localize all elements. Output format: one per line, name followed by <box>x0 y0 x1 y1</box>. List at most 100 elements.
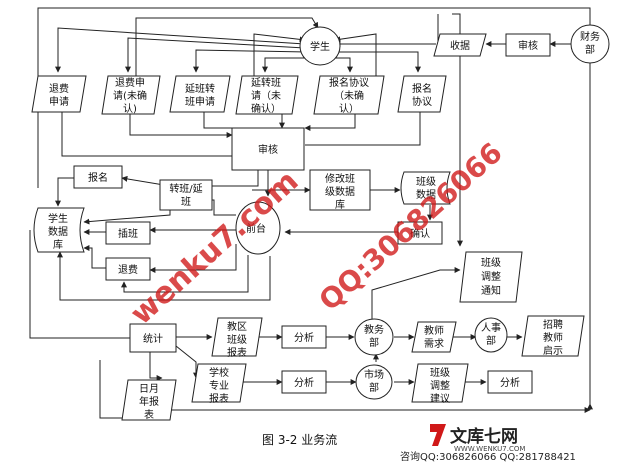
svg-text:确认: 确认 <box>410 227 430 240</box>
svg-text:报表: 报表 <box>209 392 229 405</box>
market-node: 市场 部 <box>355 364 393 400</box>
signup-unconfirmed-node: 报名协议 （未确 认） <box>313 75 385 115</box>
svg-text:（未确: （未确 <box>334 89 364 102</box>
svg-text:库: 库 <box>335 198 345 211</box>
svg-text:报表: 报表 <box>227 346 247 359</box>
analysis-2-node: 分析 <box>281 370 327 394</box>
svg-text:级数据: 级数据 <box>325 185 355 198</box>
svg-text:认）: 认） <box>339 102 359 115</box>
footer-logo: 文库七网 WWW.WENKU7.COM <box>430 424 525 453</box>
svg-text:班: 班 <box>181 196 191 208</box>
svg-text:人事: 人事 <box>481 321 501 334</box>
refund-unconfirmed-node: 退费申 请(未确 认) <box>101 75 161 115</box>
svg-text:数据: 数据 <box>48 225 68 238</box>
student-node: 学生 <box>299 26 341 66</box>
svg-text:wenku7.com: wenku7.com <box>124 164 305 332</box>
svg-text:班级: 班级 <box>227 334 247 346</box>
svg-text:需求: 需求 <box>424 338 444 350</box>
refund-node: 退费 <box>105 257 151 281</box>
svg-text:班级: 班级 <box>430 367 450 379</box>
svg-text:数据: 数据 <box>416 188 436 201</box>
class-data-node: 班级 数据 <box>400 171 451 205</box>
svg-text:教区: 教区 <box>227 320 247 333</box>
signup-agreement-node: 报名 协议 <box>397 75 447 113</box>
class-adjust-advice-node: 班级 调整 建议 <box>411 363 469 405</box>
svg-text:请(未确: 请(未确 <box>113 89 147 102</box>
svg-text:专业: 专业 <box>209 379 229 392</box>
school-report-node: 学校 专业 报表 <box>191 363 247 405</box>
teacher-demand-node: 教师 需求 <box>411 321 457 353</box>
receipt-node: 收据 <box>433 33 487 57</box>
svg-text:审核: 审核 <box>258 143 278 156</box>
district-report-node: 教区 班级 报表 <box>211 317 263 359</box>
svg-text:班级: 班级 <box>416 176 436 188</box>
svg-text:退费: 退费 <box>118 263 138 276</box>
svg-text:招聘: 招聘 <box>543 318 563 331</box>
svg-text:表: 表 <box>144 408 154 421</box>
svg-text:修改班: 修改班 <box>325 172 355 185</box>
svg-text:文库七网: 文库七网 <box>450 426 518 447</box>
finance-label-1: 财务 <box>580 30 600 43</box>
student-db-node: 学生 数据 库 <box>33 207 85 253</box>
hr-node: 人事 部 <box>474 317 508 353</box>
signup-node: 报名 <box>73 165 123 189</box>
svg-text:延班转: 延班转 <box>185 82 215 95</box>
finance-review-node: 审核 <box>505 33 551 57</box>
svg-text:教务: 教务 <box>364 323 384 336</box>
svg-text:退费: 退费 <box>49 82 69 95</box>
svg-text:WWW.WENKU7.COM: WWW.WENKU7.COM <box>454 445 525 453</box>
insert-class-node: 插班 <box>105 221 151 245</box>
svg-text:请（未: 请（未 <box>251 89 281 102</box>
svg-text:审核: 审核 <box>518 39 538 52</box>
svg-text:认): 认) <box>123 102 137 115</box>
academic-node: 教务 部 <box>354 318 394 356</box>
svg-text:通知: 通知 <box>481 284 501 297</box>
svg-text:教师: 教师 <box>424 324 444 337</box>
svg-text:申请: 申请 <box>49 95 69 108</box>
svg-text:部: 部 <box>369 381 379 394</box>
finance-node: 财务 部 <box>570 24 610 64</box>
svg-text:分析: 分析 <box>294 331 314 344</box>
svg-text:日月: 日月 <box>139 383 159 395</box>
svg-text:班级: 班级 <box>481 257 501 269</box>
svg-text:报名: 报名 <box>412 82 432 95</box>
svg-text:部: 部 <box>486 334 496 347</box>
recruit-notice-node: 招聘 教师 启示 <box>521 315 585 357</box>
svg-text:库: 库 <box>53 238 63 251</box>
svg-text:学校: 学校 <box>209 366 229 379</box>
svg-text:班申请: 班申请 <box>185 95 215 108</box>
svg-text:市场: 市场 <box>364 368 384 381</box>
analysis-1-node: 分析 <box>281 325 327 349</box>
svg-text:延转班: 延转班 <box>251 76 281 89</box>
svg-text:调整: 调整 <box>481 270 501 283</box>
svg-text:学生: 学生 <box>48 212 68 225</box>
svg-text:启示: 启示 <box>543 344 563 357</box>
analysis-3-node: 分析 <box>487 370 533 394</box>
figure-caption: 图 3-2 业务流 <box>262 432 337 447</box>
svg-text:建议: 建议 <box>430 392 450 405</box>
modify-class-db-node: 修改班 级数据 库 <box>309 169 371 211</box>
svg-text:调整: 调整 <box>430 379 450 392</box>
defer-unconfirmed-node: 延转班 请（未 确认） <box>235 75 299 115</box>
svg-text:退费申: 退费申 <box>115 76 145 89</box>
connectors <box>29 7 593 419</box>
defer-request-node: 延班转 班申请 <box>169 75 231 113</box>
svg-text:报名协议: 报名协议 <box>329 76 369 89</box>
transfer-node: 转班/延 班 <box>159 179 213 211</box>
refund-request-node: 退费 申请 <box>31 75 87 113</box>
front-desk-node: 前台 <box>235 201 281 255</box>
student-label: 学生 <box>310 40 330 53</box>
footer-contact: 咨询QQ:306826066 QQ:281788421 <box>400 450 576 463</box>
svg-text:收据: 收据 <box>450 39 470 52</box>
svg-text:插班: 插班 <box>118 227 138 240</box>
review-node: 审核 <box>231 127 305 171</box>
svg-text:年报: 年报 <box>139 395 159 408</box>
svg-text:协议: 协议 <box>412 95 432 108</box>
svg-text:分析: 分析 <box>500 376 520 389</box>
confirm-node: 确认 <box>397 221 443 245</box>
svg-text:部: 部 <box>369 336 379 349</box>
class-adjust-notice-node: 班级 调整 通知 <box>459 251 523 303</box>
svg-text:前台: 前台 <box>246 222 266 235</box>
monthly-report-node: 日月 年报 表 <box>121 379 177 421</box>
